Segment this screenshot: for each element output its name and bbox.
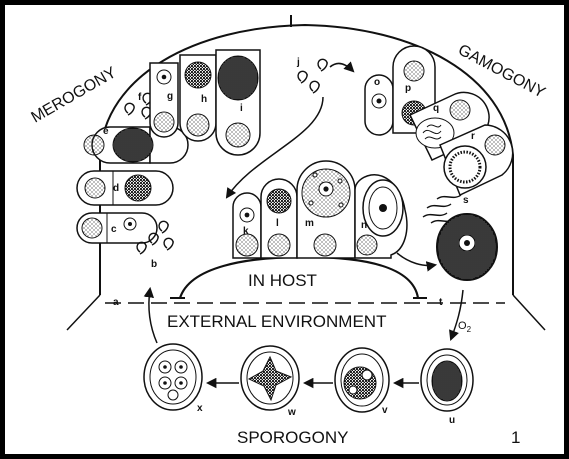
letter-b: b [151, 259, 157, 270]
stage-g-cell [150, 63, 178, 137]
stage-j-merozoites [298, 59, 327, 93]
letter-f: f [138, 92, 142, 103]
arrow-x-to-a [149, 289, 157, 343]
stage-w-oocyst [241, 346, 299, 410]
letter-k: k [243, 226, 249, 237]
merogony-title: MEROGONY [29, 64, 120, 126]
arrow-n-to-t [397, 253, 435, 266]
stage-u-oocyst [421, 349, 473, 411]
letter-a: a [113, 297, 119, 308]
letter-h: h [201, 94, 207, 105]
letter-g: g [167, 91, 173, 102]
letter-o: o [374, 77, 380, 88]
stage-d-meront [77, 171, 173, 205]
stage-l-cell [261, 179, 297, 258]
stage-c-meront [77, 213, 157, 243]
oxygen-label: O2 [458, 320, 472, 334]
stage-h-cell [180, 55, 216, 141]
letter-x: x [197, 403, 203, 414]
stage-n-cell [355, 175, 407, 258]
letter-j: j [296, 57, 300, 68]
stage-v-oocyst [335, 348, 389, 412]
stage-m-cell [297, 161, 355, 258]
letter-i: i [240, 103, 243, 114]
letter-w: w [287, 407, 296, 418]
letter-m: m [305, 218, 314, 229]
letter-c: c [111, 224, 117, 235]
sporogony-title: SPOROGONY [237, 428, 348, 447]
life-cycle-diagram: MEROGONY GAMOGONY SPOROGONY IN HOST EXTE… [5, 5, 564, 454]
letter-r: r [471, 131, 475, 142]
letter-e: e [103, 126, 109, 137]
letter-p: p [405, 83, 411, 94]
stage-t-oocyst [437, 214, 497, 280]
in-host-label: IN HOST [248, 271, 317, 290]
letter-u: u [449, 415, 455, 426]
letter-l: l [276, 218, 279, 229]
letter-q: q [433, 103, 439, 114]
letter-s: s [463, 195, 469, 206]
letter-d: d [113, 183, 119, 194]
arrow-j-to-gamogony [330, 64, 353, 71]
letter-n: n [361, 220, 367, 231]
figure-number: 1 [511, 428, 520, 447]
host-edge-left [67, 295, 100, 330]
host-edge-right [513, 295, 545, 330]
stage-i-cell [216, 50, 260, 155]
letter-v: v [382, 405, 388, 416]
external-environment-label: EXTERNAL ENVIRONMENT [167, 312, 386, 331]
stage-x-oocyst [144, 344, 202, 410]
